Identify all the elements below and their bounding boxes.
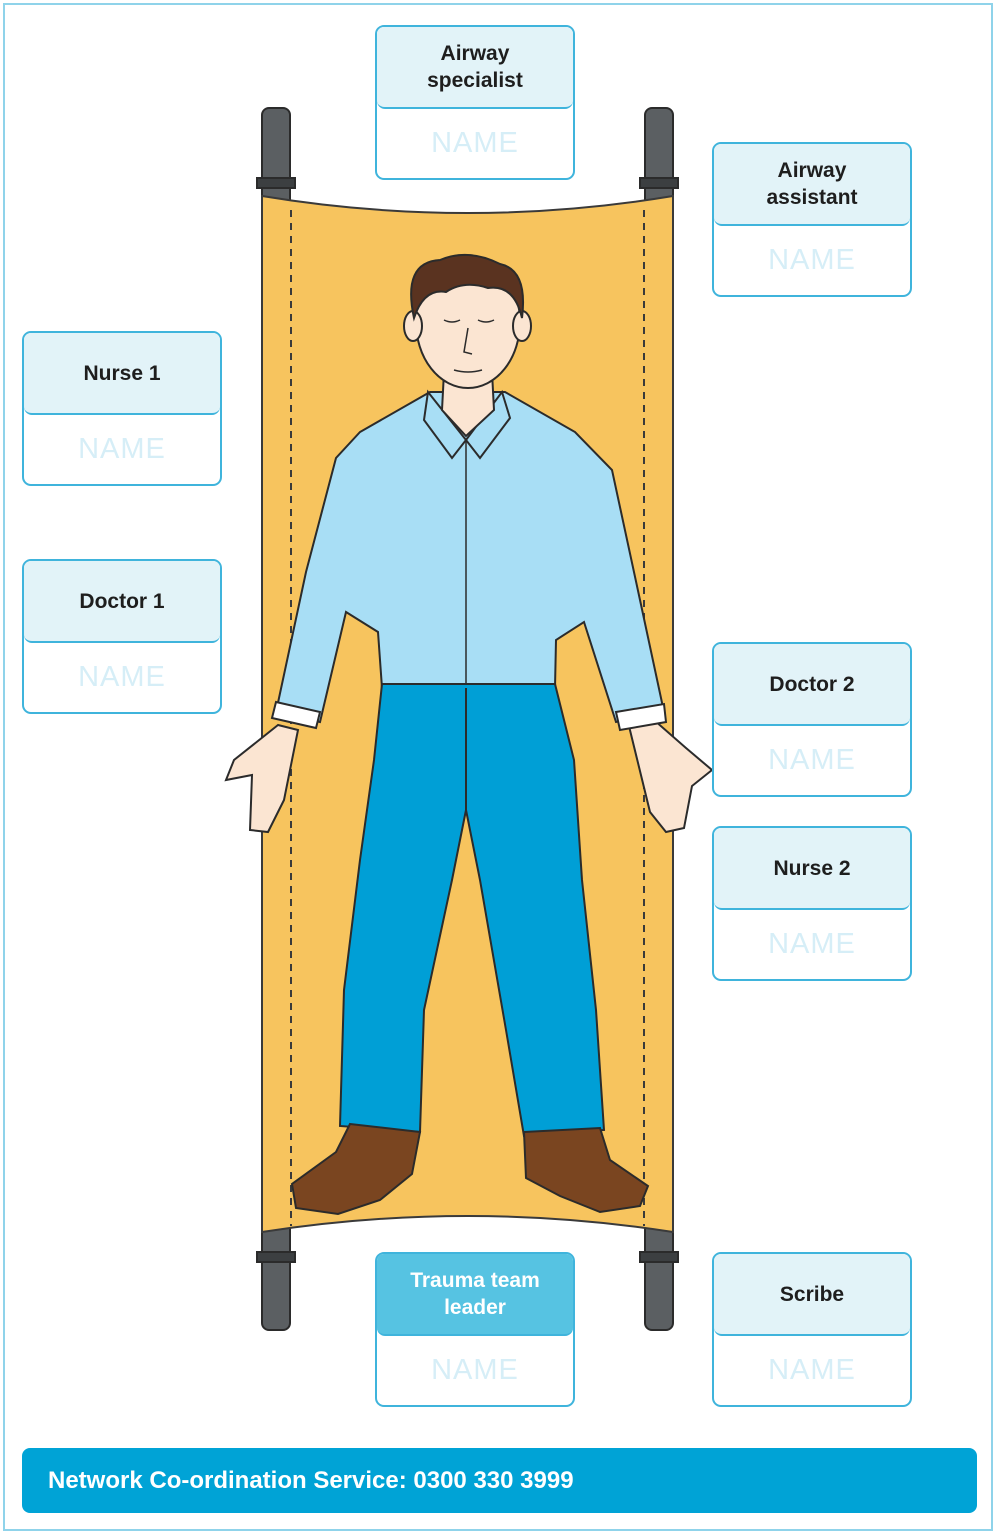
role-card-doctor-2: Doctor 2 NAME	[712, 642, 912, 797]
role-title: Airway assistant	[714, 144, 910, 226]
role-title: Trauma team leader	[377, 1254, 573, 1336]
role-title: Nurse 1	[24, 333, 220, 415]
page-frame	[3, 3, 993, 1531]
name-field[interactable]: NAME	[768, 1354, 856, 1386]
name-field[interactable]: NAME	[768, 928, 856, 960]
name-field[interactable]: NAME	[768, 744, 856, 776]
role-title: Nurse 2	[714, 828, 910, 910]
name-field[interactable]: NAME	[78, 433, 166, 465]
role-card-nurse-2: Nurse 2 NAME	[712, 826, 912, 981]
name-field[interactable]: NAME	[768, 244, 856, 276]
name-field[interactable]: NAME	[78, 661, 166, 693]
footer-text: Network Co-ordination Service: 0300 330 …	[48, 1466, 574, 1494]
role-card-nurse-1: Nurse 1 NAME	[22, 331, 222, 486]
role-card-doctor-1: Doctor 1 NAME	[22, 559, 222, 714]
name-field[interactable]: NAME	[431, 1354, 519, 1386]
role-title: Scribe	[714, 1254, 910, 1336]
role-card-airway-specialist: Airway specialist NAME	[375, 25, 575, 180]
footer-contact-bar: Network Co-ordination Service: 0300 330 …	[22, 1448, 977, 1513]
role-card-scribe: Scribe NAME	[712, 1252, 912, 1407]
role-card-trauma-team-leader: Trauma team leader NAME	[375, 1252, 575, 1407]
patient-figure	[224, 253, 714, 1216]
role-card-airway-assistant: Airway assistant NAME	[712, 142, 912, 297]
role-title: Doctor 1	[24, 561, 220, 643]
role-title: Doctor 2	[714, 644, 910, 726]
name-field[interactable]: NAME	[431, 127, 519, 159]
role-title: Airway specialist	[377, 27, 573, 109]
